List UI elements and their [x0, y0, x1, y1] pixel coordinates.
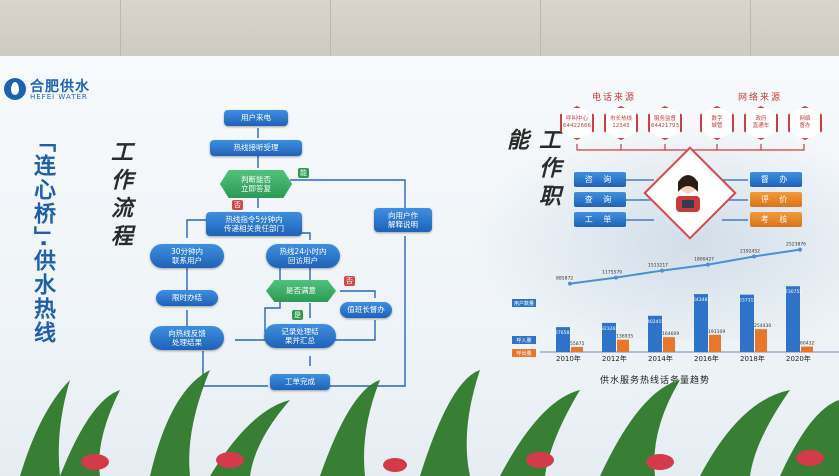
source-gov-direct: 政府 直通车 [744, 106, 778, 140]
users-line [569, 248, 801, 285]
tag-no-1: 否 [232, 200, 243, 210]
node-explain: 向用户作 解释说明 [374, 208, 432, 232]
bar-inbound [602, 322, 616, 352]
workflow-heading: 工作流程 [107, 140, 133, 252]
category-label: 2016年 [694, 354, 719, 363]
inbound-label: 402455 [647, 319, 664, 325]
duty-query: 查 询 [574, 192, 626, 207]
bar-outbound [755, 329, 767, 352]
users-label: 885872 [556, 276, 573, 282]
category-label: 2020年 [786, 354, 811, 363]
operator-avatar-icon [676, 175, 700, 212]
category-label: 2014年 [648, 354, 673, 363]
bar-outbound [663, 337, 675, 352]
bar-inbound [740, 294, 754, 352]
outbound-label: 55875 [570, 341, 584, 347]
duties-heading: 工作职能 [503, 128, 561, 212]
chart-title: 供水服务热线话务量趋势 [600, 376, 711, 386]
source-service-supervision: 服务监督 64421793 [648, 106, 682, 140]
node-feedback: 向热线反馈 处理结果 [150, 326, 224, 350]
outbound-label: 136935 [616, 334, 633, 340]
node-judge-reply: 判断能否 立即答复 [220, 170, 292, 198]
water-drop-icon [4, 78, 26, 100]
inbound-label: 276582 [555, 330, 572, 336]
inbound-label: 323268 [601, 326, 618, 332]
users-label: 1175579 [602, 270, 622, 276]
users-label: 1513217 [648, 263, 668, 269]
node-ticket-done: 工单完成 [270, 374, 330, 390]
node-record: 记录处理结 果并汇总 [264, 324, 336, 348]
bar-inbound [694, 294, 708, 352]
tag-yes-2: 是 [292, 310, 303, 320]
bar-outbound [709, 334, 721, 352]
phone-source-label: 电话来源 [592, 93, 637, 103]
hotline-trend-chart: 885872 1175579 1513217 1800427 2192452 252387… [540, 242, 839, 363]
duty-supervise: 督 办 [750, 172, 802, 187]
source-digital-city: 数字 城管 [700, 106, 734, 140]
users-point [568, 281, 572, 286]
category-label: 2012年 [602, 354, 627, 363]
inbound-label: 637315 [739, 298, 756, 304]
inbound-label: 730752 [785, 289, 802, 295]
node-hotline-accept: 热线接听受理 [210, 140, 302, 156]
brand-logo: 合肥供水 HEFEI WATER [4, 76, 100, 104]
tag-yes-1: 能 [298, 168, 309, 178]
network-source-label: 网络来源 [738, 93, 783, 103]
users-label: 2192452 [740, 248, 760, 254]
node-user-call: 用户来电 [224, 110, 288, 126]
node-supervisor: 值班长督办 [340, 302, 392, 318]
bar-inbound [556, 327, 570, 352]
node-contact-30min: 30分钟内 联系用户 [150, 244, 224, 268]
users-label: 2523876 [786, 242, 806, 248]
bar-inbound [786, 286, 800, 352]
source-call-center: 呼叫中心 64422666 [560, 106, 594, 140]
node-time-limit: 限时办结 [156, 290, 218, 306]
inbound-label: 643481 [693, 297, 710, 303]
users-label: 1800427 [694, 257, 714, 263]
foreground-plants [20, 370, 839, 476]
outbound-label: 164609 [662, 331, 679, 337]
duty-evaluate: 评 价 [750, 192, 802, 207]
source-mayor-hotline: 市长热线 12345 [604, 106, 638, 140]
brand-name-en: HEFEI WATER [30, 93, 88, 101]
legend-users: 用户数量 [512, 299, 536, 307]
ceiling [0, 0, 839, 58]
source-net-supervise: 网络 督办 [788, 106, 822, 140]
bar-outbound [571, 346, 583, 352]
brand-name-cn: 合肥供水 [30, 79, 90, 95]
duty-assess: 考 核 [750, 212, 802, 227]
duty-consult: 咨 询 [574, 172, 626, 187]
vertical-title: 「连心桥」·供水热线 [30, 130, 55, 346]
bar-outbound [617, 339, 629, 352]
tag-no-2: 否 [344, 276, 355, 286]
users-point [798, 247, 802, 252]
users-point [660, 268, 664, 273]
duty-ticket: 工 单 [574, 212, 626, 227]
outbound-label: 191109 [708, 329, 725, 335]
category-label: 2018年 [740, 354, 765, 363]
outbound-label: 254430 [754, 323, 771, 329]
users-point [706, 262, 710, 267]
node-revisit-24h: 热线24小时内 回访用户 [266, 244, 340, 268]
outbound-label: 60432 [800, 341, 814, 347]
node-dispatch-5min: 热线指令5分钟内 传递相关责任部门 [206, 212, 302, 236]
users-point [614, 275, 618, 280]
bar-inbound [648, 315, 662, 352]
node-satisfied: 是否满意 [266, 280, 336, 302]
category-label: 2010年 [556, 354, 581, 363]
users-point [752, 254, 756, 259]
legend-inbound: 呼入量 [512, 336, 536, 344]
legend-outbound: 呼出量 [512, 349, 536, 357]
bar-outbound [801, 346, 813, 352]
